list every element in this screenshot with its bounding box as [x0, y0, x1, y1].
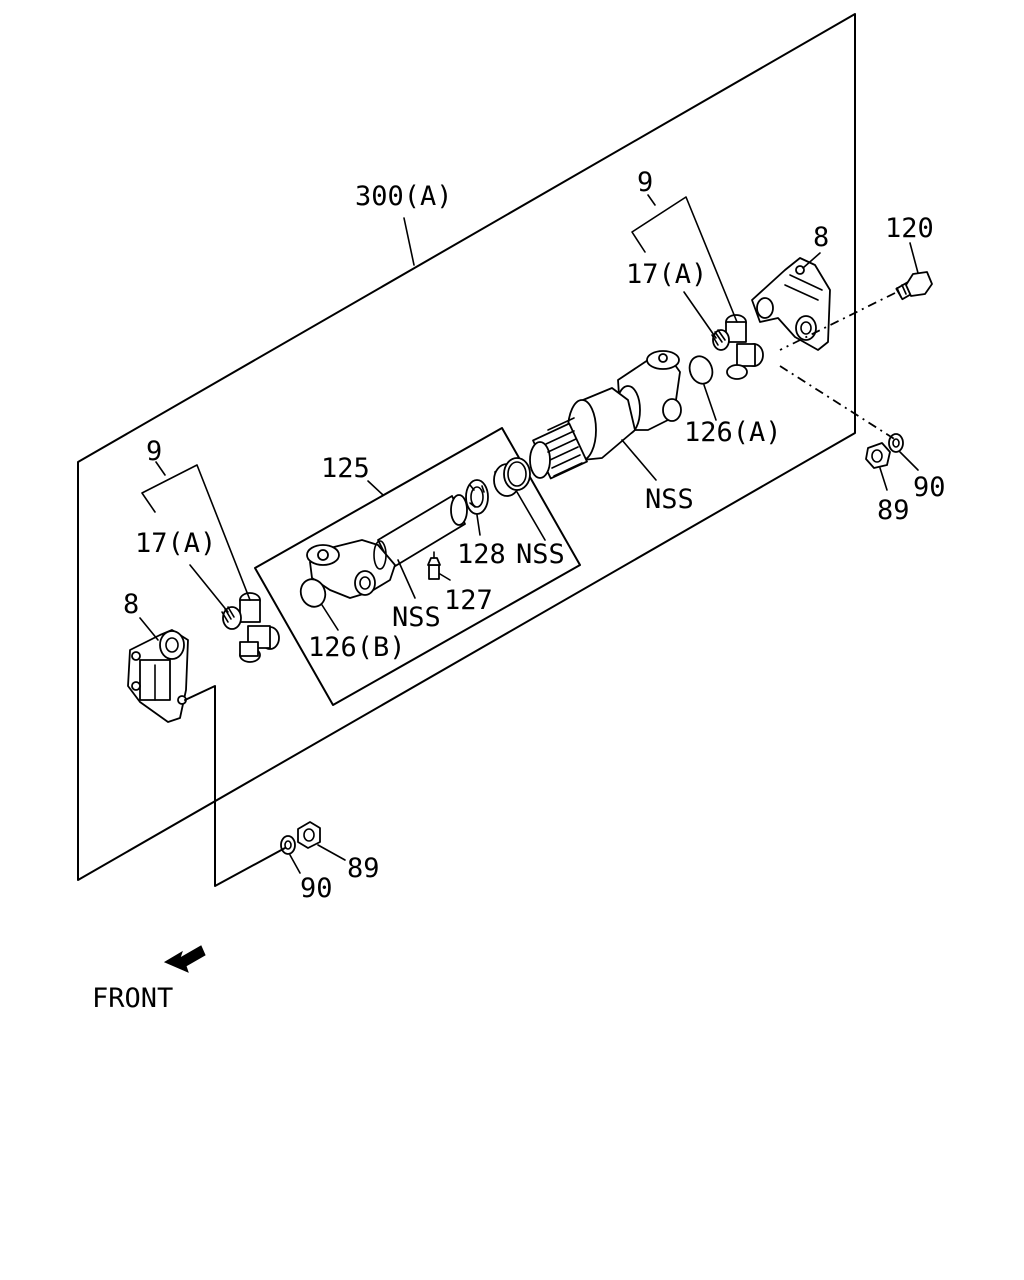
label-120: 120	[885, 213, 934, 244]
washer-90-left	[280, 835, 296, 855]
leader-8-left	[139, 617, 159, 641]
flange-yoke-right	[751, 257, 831, 351]
leader-8-right	[802, 252, 821, 269]
label-300a: 300(A)	[355, 181, 453, 212]
leader-300a	[403, 217, 415, 266]
leader-89-right	[879, 467, 888, 491]
seal-128	[465, 479, 489, 515]
leader-120	[909, 242, 919, 274]
dust-sleeve	[493, 457, 531, 497]
label-8-left: 8	[123, 589, 139, 620]
snap-ring-126a	[688, 355, 714, 385]
label-9-left: 9	[146, 436, 162, 467]
nut-89-left	[297, 821, 321, 849]
nut-89-right	[865, 442, 891, 469]
label-17a-right: 17(A)	[626, 259, 707, 290]
leader-nss-sleeve	[516, 491, 546, 541]
shaft-kit-frame	[254, 427, 581, 706]
label-89-right: 89	[877, 495, 910, 526]
leader-9-right	[631, 194, 738, 323]
bolt-center-line	[779, 292, 896, 351]
front-arrow-icon	[163, 945, 206, 973]
snap-ring-126b	[299, 578, 327, 608]
leader-126a	[703, 384, 717, 421]
leader-17a-left	[189, 564, 229, 613]
leader-127	[439, 573, 451, 581]
label-89-left: 89	[347, 853, 380, 884]
label-nss-slip: NSS	[645, 484, 694, 515]
label-8-right: 8	[813, 222, 829, 253]
slip-yoke-nss	[529, 350, 682, 480]
label-9-right: 9	[637, 167, 653, 198]
leader-17a-right	[683, 291, 717, 339]
leader-125	[367, 480, 384, 496]
leader-128	[476, 514, 481, 536]
flange-yoke-left	[127, 629, 189, 723]
label-126a: 126(A)	[684, 417, 782, 448]
nut-center-line-right	[779, 365, 897, 441]
leader-126b	[321, 604, 339, 631]
label-17a-left: 17(A)	[135, 528, 216, 559]
label-90-right: 90	[913, 472, 946, 503]
label-90-left: 90	[300, 873, 333, 904]
front-label: FRONT	[92, 983, 173, 1014]
shaft-tube	[306, 494, 468, 599]
label-nss-tube: NSS	[392, 602, 441, 633]
assembly-frame	[77, 13, 856, 881]
label-125: 125	[321, 453, 370, 484]
leader-nss-slip	[621, 439, 657, 481]
leader-nss-tube	[397, 559, 416, 599]
leader-9-left	[141, 461, 251, 601]
label-127: 127	[444, 585, 493, 616]
universal-joint-cross-left	[221, 592, 280, 663]
left-mount-line	[184, 685, 286, 887]
bolt-120	[895, 271, 933, 301]
label-128: 128	[457, 539, 506, 570]
label-126b: 126(B)	[308, 632, 406, 663]
leader-90-right	[899, 451, 919, 471]
label-nss-sleeve: NSS	[516, 539, 565, 570]
leader-89-left	[317, 844, 346, 861]
universal-joint-cross-right	[711, 314, 764, 380]
grease-fitting-127	[427, 551, 441, 580]
leader-90-left	[289, 854, 301, 874]
